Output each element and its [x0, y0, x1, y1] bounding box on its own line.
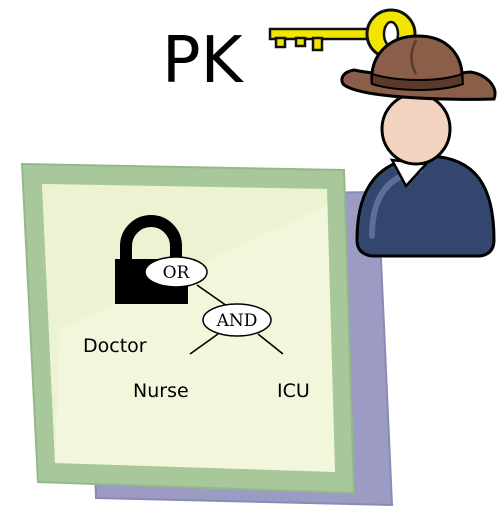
edge-or-and	[196, 284, 228, 307]
or-node: OR	[144, 256, 208, 288]
policy-tree-edges	[189, 284, 284, 355]
or-node-ellipse	[144, 256, 208, 288]
key-tooth-1	[274, 36, 287, 49]
key-label: PK	[162, 24, 245, 98]
user-with-hat-icon	[340, 34, 497, 258]
policy-document	[20, 162, 394, 507]
and-node-label: AND	[216, 311, 258, 331]
and-node: AND	[202, 303, 272, 337]
and-node-ellipse	[202, 303, 272, 337]
key-tooth-2	[294, 36, 307, 48]
leaf-doctor: Doctor	[83, 335, 147, 357]
document-sheen	[42, 184, 327, 463]
padlock-shackle	[120, 215, 182, 264]
key-tooth-3	[311, 36, 324, 52]
or-node-label: OR	[163, 263, 191, 283]
leaf-nurse: Nurse	[133, 380, 189, 402]
hat-band	[371, 72, 465, 91]
edge-and-icu	[257, 333, 284, 355]
user-head	[380, 92, 452, 166]
leaf-icu: ICU	[277, 380, 310, 402]
hat-crease	[410, 39, 418, 75]
edge-and-nurse	[189, 333, 219, 355]
